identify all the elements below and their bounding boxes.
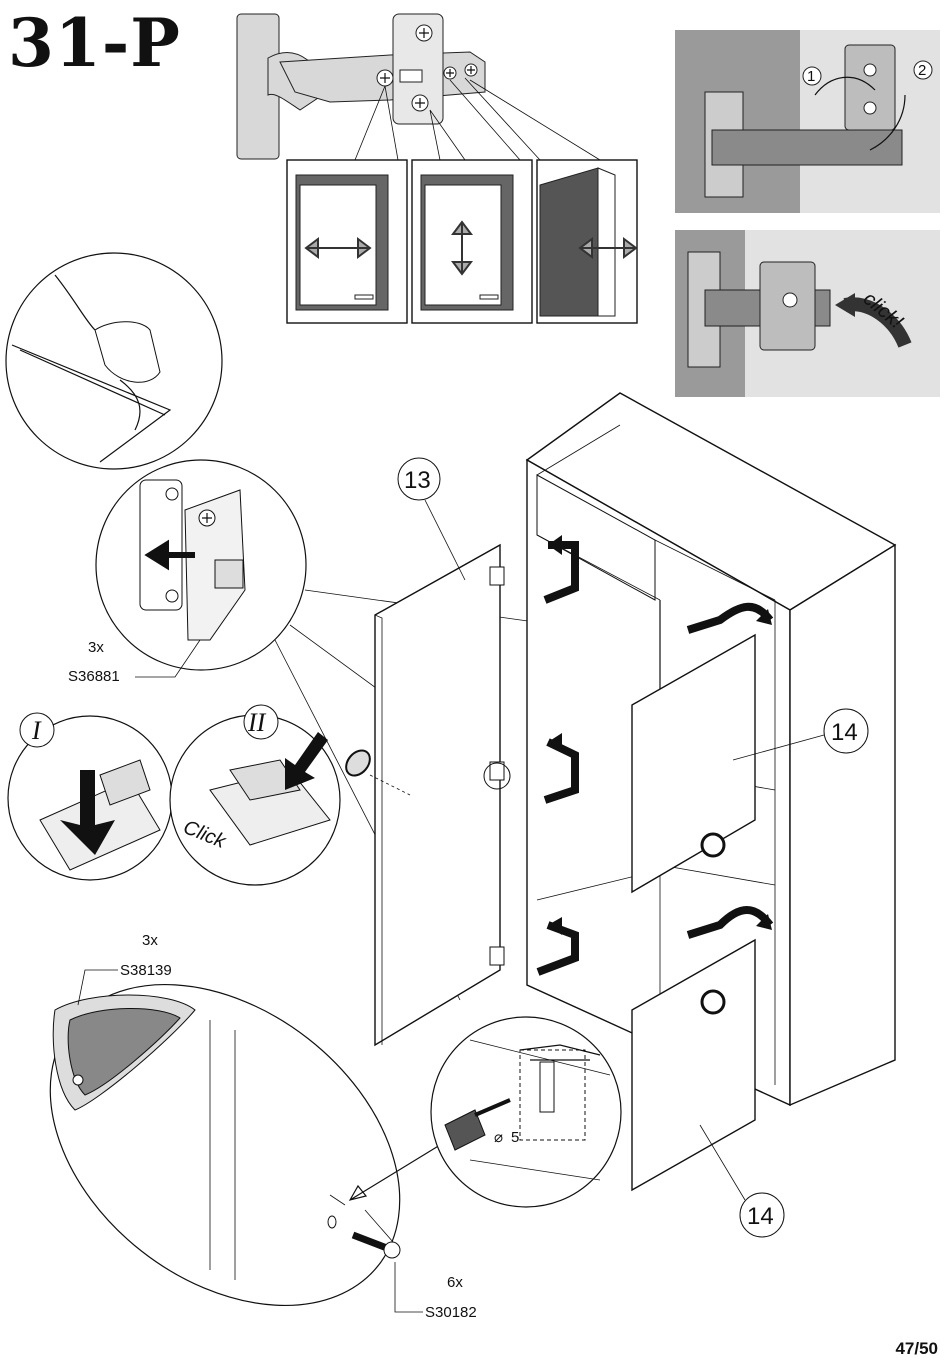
step-roman-1: I xyxy=(31,716,42,745)
hinge-clip-step-2: II Click xyxy=(169,704,341,886)
hinge-click-photo: click! xyxy=(675,230,940,397)
door-14-upper xyxy=(631,633,756,894)
hinge-adjustment-illustration xyxy=(236,13,601,161)
door-13 xyxy=(374,543,511,1047)
callout-13: 13 xyxy=(397,457,466,581)
hinge-arrows xyxy=(536,535,774,976)
handle-quantity: 3x xyxy=(142,932,158,949)
adjustment-panel-depth xyxy=(536,159,638,324)
door-14-lower xyxy=(631,938,756,1192)
handle-detail-ellipse xyxy=(49,983,441,1307)
adjustment-panel-height xyxy=(411,159,533,324)
step-roman-2: II xyxy=(247,708,267,737)
protective-film-detail xyxy=(5,252,223,470)
sequence-step-1: 1 xyxy=(807,68,815,85)
hinge-detail-circle xyxy=(95,459,307,671)
screw-part-code: S30182 xyxy=(425,1304,477,1321)
sequence-step-2: 2 xyxy=(918,62,926,79)
callout-14-lower: 14 xyxy=(699,1124,785,1238)
hinge-quantity: 3x xyxy=(88,639,104,656)
screw-quantity: 6x xyxy=(447,1274,463,1291)
handle-part-code: S38139 xyxy=(120,962,172,979)
drill-detail-circle: ⌀ 5 xyxy=(430,1016,622,1208)
callout-14-upper-label: 14 xyxy=(831,719,858,746)
callout-13-label: 13 xyxy=(404,467,431,494)
adjustment-panel-side xyxy=(286,159,408,324)
drill-diameter-symbol: ⌀ xyxy=(494,1129,503,1146)
drill-diameter: 5 xyxy=(511,1129,519,1146)
page-number: 47/50 xyxy=(895,1339,938,1358)
handle-hint xyxy=(345,749,411,796)
callout-14-upper: 14 xyxy=(732,708,869,761)
hinge-clip-step-1: I xyxy=(7,712,173,881)
step-number: 31-P xyxy=(8,4,181,82)
hinge-part-code: S36881 xyxy=(68,668,120,685)
callout-14-lower-label: 14 xyxy=(747,1203,774,1230)
hinge-mount-photo-1: 1 2 xyxy=(675,30,940,213)
